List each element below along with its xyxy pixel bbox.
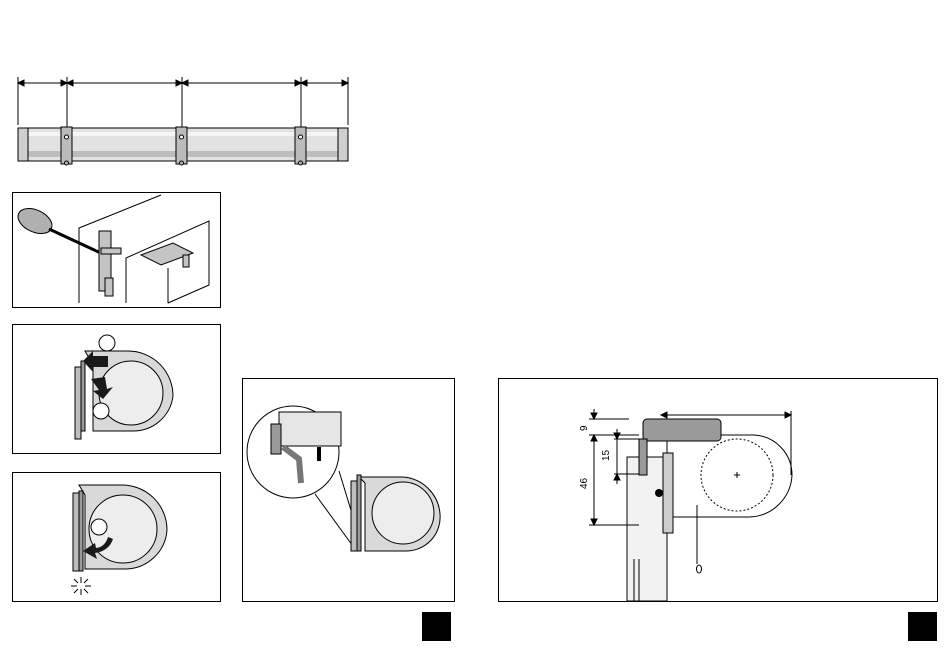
click-in-illustration: [13, 473, 222, 603]
step-marker-3: [91, 519, 107, 535]
screwdriver-icon: [14, 203, 105, 255]
step-mount-brackets-panel: [12, 192, 221, 308]
step-marker-1: [99, 335, 115, 351]
detail-zoom-panel: [242, 378, 455, 602]
dimension-label-9: 9: [579, 425, 590, 431]
wall-bracket: [99, 231, 121, 296]
dimension-label-15: 15: [601, 449, 612, 461]
dimension-panel: 9 15 46: [498, 378, 938, 602]
click-burst-icon: [71, 577, 91, 595]
dimension-illustration: 9 15 46: [499, 379, 939, 603]
window-frame: [627, 457, 667, 601]
step-hook-housing-panel: [12, 324, 221, 454]
step-marker-2: [93, 403, 109, 419]
step-click-in-panel: [12, 472, 221, 602]
rail-overview: [10, 75, 360, 175]
page-marker-left: [422, 612, 451, 641]
dimension-arrows: [18, 77, 348, 127]
hook-housing-illustration: [13, 325, 222, 455]
detail-zoom-illustration: [243, 379, 456, 603]
ceiling-bracket: [141, 243, 193, 267]
page-marker-right: [908, 612, 937, 641]
dimension-label-46: 46: [579, 477, 590, 489]
mount-brackets-illustration: [13, 193, 222, 309]
